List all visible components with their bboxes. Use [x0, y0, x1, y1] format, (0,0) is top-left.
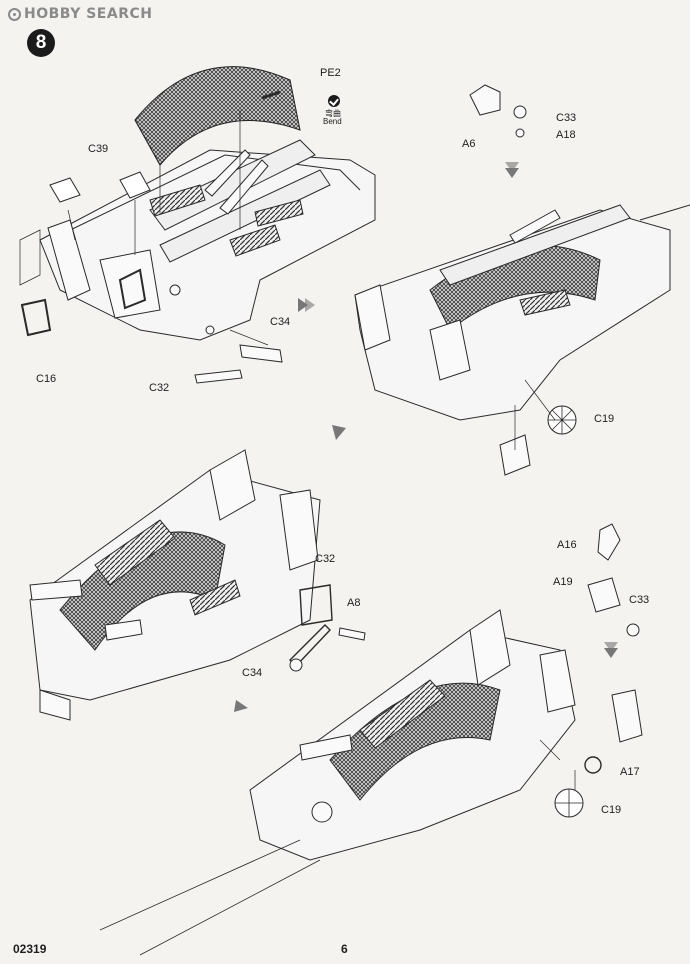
- drawing-step-a: [19, 66, 376, 384]
- label-c34-mid: C34: [242, 667, 263, 679]
- label-c33-top: C33: [556, 112, 577, 124]
- label-a8: A8: [347, 597, 361, 609]
- arrow-diagonal-icon: [234, 425, 346, 712]
- product-code: 02319: [13, 942, 47, 956]
- label-c33-bottom: C33: [629, 594, 650, 606]
- label-bend-cn: 弯曲: [325, 109, 341, 118]
- label-c39: C39: [88, 143, 109, 155]
- label-c19-top: C19: [594, 413, 615, 425]
- watermark-text: HOBBY SEARCH: [24, 6, 153, 22]
- label-pe2: PE2: [320, 67, 341, 79]
- drawing-step-d: [99, 523, 643, 956]
- hobby-search-logo-icon: [8, 7, 21, 21]
- label-a19: A19: [553, 576, 573, 588]
- label-c34-top: C34: [270, 316, 291, 328]
- drawing-step-b: [354, 84, 690, 476]
- label-c32-top: C32: [149, 382, 170, 394]
- step-number-badge: 8: [27, 29, 55, 57]
- label-bend: Bend: [323, 117, 342, 126]
- label-a18: A18: [556, 129, 576, 141]
- watermark: HOBBY SEARCH: [8, 6, 152, 22]
- page-number: 6: [341, 942, 348, 956]
- label-a17: A17: [620, 766, 640, 778]
- label-c32-mid: C32: [315, 553, 336, 565]
- bend-icon: [328, 95, 340, 107]
- drawing-step-c: [29, 449, 366, 721]
- arrow-down-icon: [505, 162, 618, 658]
- arrow-right-icon: [298, 298, 315, 312]
- label-a16: A16: [557, 539, 577, 551]
- label-c19-bottom: C19: [601, 804, 622, 816]
- label-a6: A6: [462, 138, 476, 150]
- label-c16: C16: [36, 373, 57, 385]
